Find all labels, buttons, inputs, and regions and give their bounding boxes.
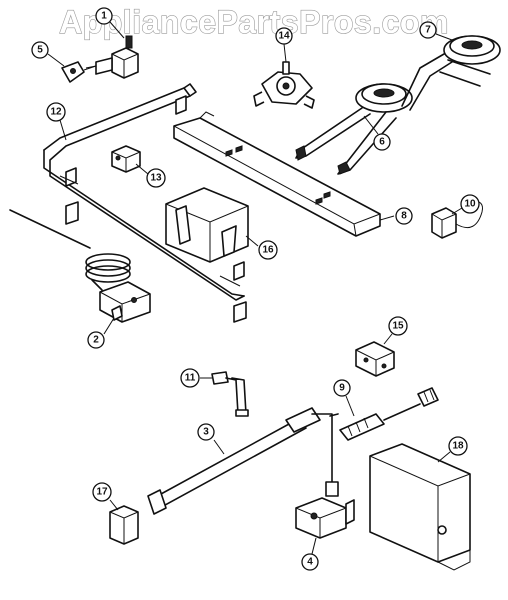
part-13-bracket[interactable] — [111, 145, 141, 173]
callout-12-label: 12 — [50, 107, 62, 118]
callout-18-label: 18 — [452, 441, 464, 452]
part-15-switch[interactable] — [355, 341, 395, 377]
part-12-burner-rail[interactable] — [43, 83, 247, 323]
callout-4: 4 — [301, 553, 319, 571]
part-4-valve[interactable] — [295, 497, 355, 539]
callout-12: 12 — [46, 102, 66, 122]
callout-17: 17 — [92, 482, 112, 502]
part-14-regulator[interactable] — [253, 61, 315, 109]
callout-6-label: 6 — [379, 137, 385, 148]
part-17-corner-bracket[interactable] — [109, 505, 139, 545]
part-8-support-bar[interactable] — [173, 111, 381, 237]
callout-10: 10 — [460, 194, 480, 214]
callout-9: 9 — [333, 379, 351, 397]
part-5-valve-clip[interactable] — [61, 61, 97, 83]
callout-9-label: 9 — [339, 383, 345, 394]
callout-3: 3 — [197, 423, 215, 441]
callout-14-label: 14 — [278, 31, 290, 42]
callout-11-label: 11 — [185, 373, 196, 384]
callout-15: 15 — [388, 316, 408, 336]
part-11-elbow-fitting[interactable] — [211, 371, 249, 417]
part-6-7-burner-assembly[interactable] — [295, 35, 501, 175]
callout-16-label: 16 — [262, 245, 274, 256]
callout-14: 14 — [275, 27, 293, 45]
callout-5: 5 — [31, 41, 49, 59]
part-16-heat-shield[interactable] — [165, 187, 249, 263]
callout-2-label: 2 — [93, 335, 99, 346]
callout-2: 2 — [87, 331, 105, 349]
part-18-mounting-bracket[interactable] — [369, 443, 471, 571]
callout-1-label: 1 — [101, 11, 107, 22]
callout-10-label: 10 — [464, 199, 476, 210]
callout-1: 1 — [95, 7, 113, 25]
callout-6: 6 — [373, 133, 391, 151]
part-1-valve-fitting[interactable] — [85, 35, 139, 79]
callout-15-label: 15 — [392, 321, 404, 332]
callout-7-label: 7 — [425, 25, 431, 36]
callout-13: 13 — [146, 168, 166, 188]
part-2-thermostat[interactable] — [9, 209, 151, 323]
callout-18: 18 — [448, 436, 468, 456]
leader-lines — [47, 21, 463, 555]
callout-8-label: 8 — [401, 211, 407, 222]
callout-4-label: 4 — [307, 557, 313, 568]
part-9-igniter[interactable] — [339, 387, 439, 441]
callout-3-label: 3 — [203, 427, 209, 438]
callout-8: 8 — [395, 207, 413, 225]
callout-7: 7 — [419, 21, 437, 39]
callout-16: 16 — [258, 240, 278, 260]
callout-5-label: 5 — [37, 45, 43, 56]
part-3-manifold-tube[interactable] — [147, 407, 339, 515]
callout-11: 11 — [180, 368, 200, 388]
callout-13-label: 13 — [150, 173, 162, 184]
callout-17-label: 17 — [96, 487, 108, 498]
watermark-text: AppliancePartsPros.com — [58, 3, 449, 40]
